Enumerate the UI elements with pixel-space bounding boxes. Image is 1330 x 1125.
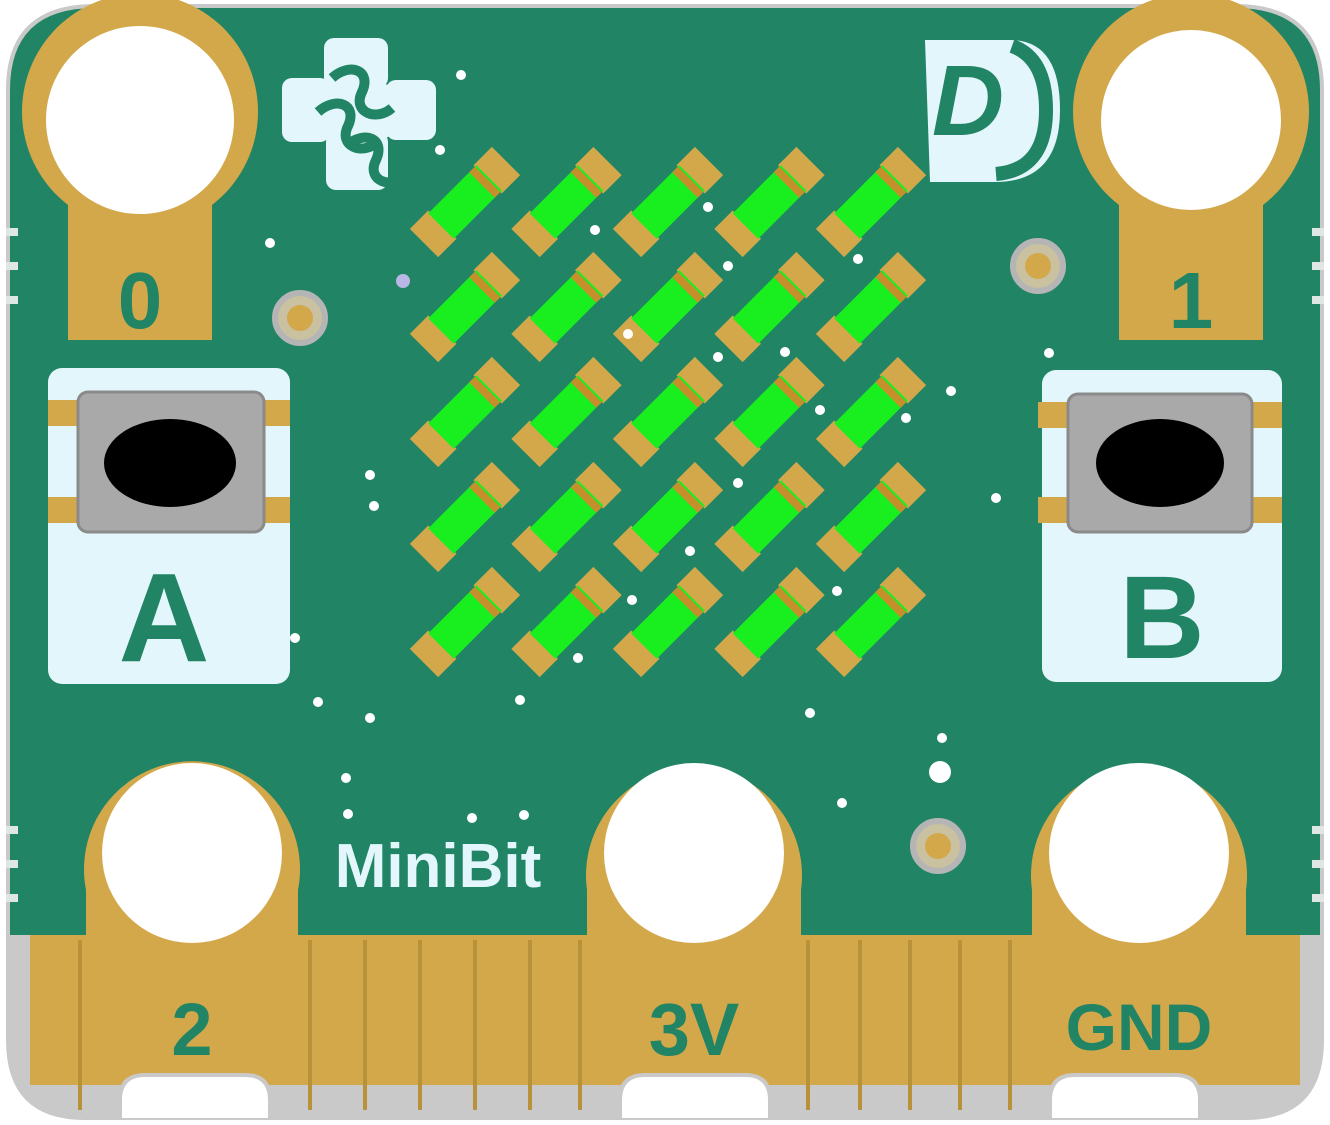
button-b-label: B (1119, 552, 1204, 684)
pin-1-pad[interactable] (1073, 0, 1309, 340)
led-r1-c5 (815, 146, 927, 258)
led-r1-c3 (612, 146, 724, 258)
led-r5-c3 (612, 566, 724, 678)
led-r3-c4 (714, 356, 825, 468)
led-r2-c4 (714, 251, 825, 363)
led-r2-c3 (612, 251, 724, 363)
pin-gnd-label: GND (1066, 990, 1213, 1064)
pin-0-label: 0 (118, 256, 163, 345)
button-a-label: A (119, 547, 210, 688)
led-r4-c4 (714, 461, 825, 573)
led-r3-c3 (612, 356, 724, 468)
edge-notch-right (1048, 1073, 1202, 1118)
led-r3-c2 (511, 356, 622, 468)
led-r5-c4 (714, 566, 825, 678)
edge-notch-center (618, 1073, 772, 1118)
pin-gnd-pad[interactable] (1031, 763, 1247, 1072)
d-logo-icon (925, 39, 1060, 182)
pin-3v-pad[interactable] (586, 763, 802, 1072)
button-a[interactable] (76, 390, 266, 534)
led-r5-c2 (511, 566, 622, 678)
d-logo-letter: D (932, 45, 1004, 157)
pin-3v-label: 3V (649, 988, 740, 1071)
pin-2-label: 2 (171, 988, 212, 1071)
led-r2-c5 (815, 251, 927, 363)
board-title: MiniBit (335, 832, 542, 901)
edge-connector-fingers (78, 940, 1012, 1110)
pin-0-pad[interactable] (22, 0, 258, 340)
mounting-holes (272, 238, 1066, 874)
vias (265, 70, 1054, 823)
button-b[interactable] (1066, 392, 1254, 534)
led-r2-c2 (511, 251, 622, 363)
edge-notch-left (118, 1073, 272, 1118)
side-castellations (6, 228, 1324, 902)
led-r3-c5 (815, 356, 927, 468)
led-r5-c1 (409, 566, 521, 678)
pattern-logo-icon (282, 38, 436, 190)
led-r1-c4 (714, 146, 825, 258)
led-r4-c3 (612, 461, 724, 573)
led-r4-c2 (511, 461, 622, 573)
led-r3-c1 (409, 356, 521, 468)
led-r1-c1 (409, 146, 521, 258)
led-r2-c1 (409, 251, 521, 363)
pin-1-label: 1 (1169, 256, 1214, 345)
led-r1-c2 (511, 146, 622, 258)
led-r4-c5 (815, 461, 927, 573)
pin-2-pad[interactable] (84, 761, 300, 1072)
led-r4-c1 (409, 461, 521, 573)
led-matrix (409, 146, 927, 678)
led-r5-c5 (815, 566, 927, 678)
